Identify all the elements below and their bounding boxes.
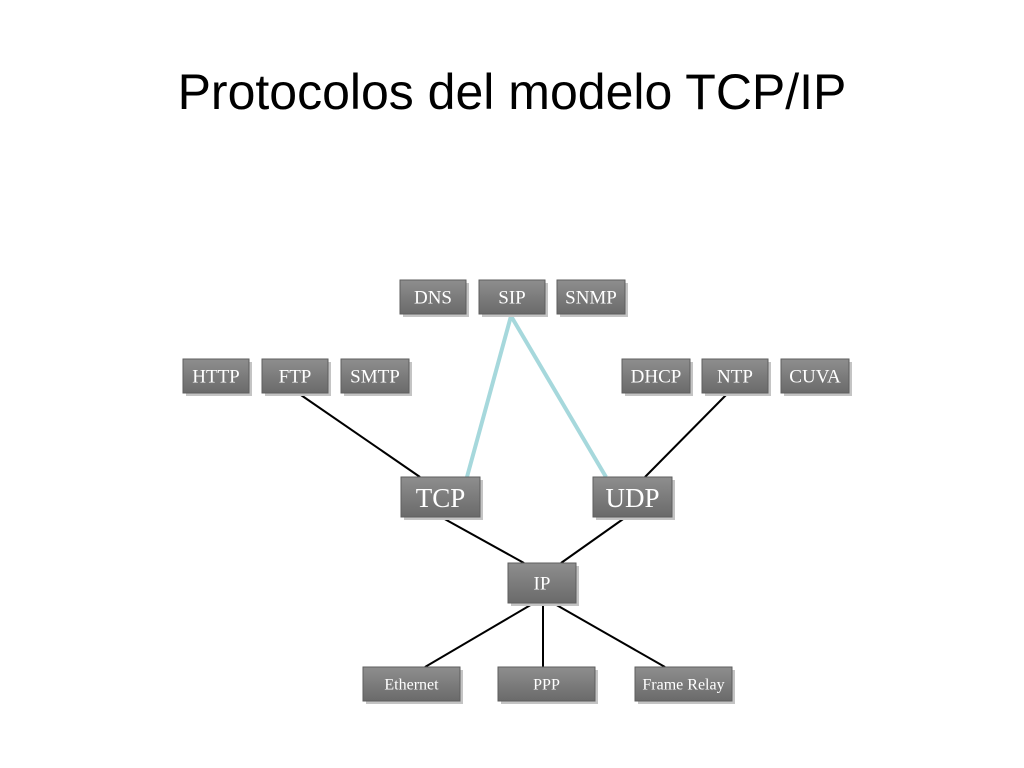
node-label: IP (534, 574, 551, 595)
node-label: UDP (605, 483, 659, 513)
node-tcp: TCP (400, 476, 483, 520)
node-ethernet: Ethernet (362, 666, 463, 704)
node-ip: IP (507, 562, 579, 606)
node-box (701, 358, 769, 394)
edge-tcp-to-ip (440, 516, 525, 564)
edge-ntp-to-udp (644, 392, 729, 478)
node-label: DNS (414, 288, 452, 309)
edge-sip-to-tcp (465, 315, 513, 478)
node-box (362, 666, 461, 702)
node-box (478, 279, 546, 315)
node-box (780, 358, 850, 394)
edges-layer (297, 314, 729, 668)
node-sip: SIP (478, 279, 548, 317)
node-box (556, 279, 626, 315)
node-box (340, 358, 410, 394)
node-snmp: SNMP (556, 279, 628, 317)
node-ppp: PPP (497, 666, 598, 704)
node-dhcp: DHCP (621, 358, 693, 396)
node-label: FTP (279, 367, 312, 388)
node-dns: DNS (399, 279, 469, 317)
node-label: DHCP (631, 367, 682, 388)
node-label: HTTP (192, 367, 240, 388)
node-box (261, 358, 329, 394)
node-box (507, 562, 577, 604)
node-label: Ethernet (384, 677, 439, 694)
node-box (400, 476, 481, 518)
node-box (592, 476, 673, 518)
edge-sip-to-udp (509, 314, 608, 479)
slide-title: Protocolos del modelo TCP/IP (177, 64, 847, 120)
node-smtp: SMTP (340, 358, 412, 396)
edge-ip-to-frame_relay (552, 602, 666, 668)
node-ntp: NTP (701, 358, 771, 396)
nodes-layer: DNS SIP SNMP HTTP FTP SMTP DHCP NTP CUVA TCP UDP IP… (182, 279, 852, 704)
node-label: SMTP (350, 367, 400, 388)
node-udp: UDP (592, 476, 675, 520)
node-label: SNMP (565, 288, 617, 309)
node-box (621, 358, 691, 394)
node-label: TCP (416, 483, 466, 513)
node-label: CUVA (789, 367, 841, 388)
edge-udp-to-ip (560, 516, 627, 564)
node-box (399, 279, 467, 315)
node-ftp: FTP (261, 358, 331, 396)
node-frame-relay: Frame Relay (634, 666, 735, 704)
node-label: NTP (717, 367, 753, 388)
node-box (634, 666, 733, 702)
edge-ip-to-ethernet (424, 602, 535, 668)
edge-ftp-to-tcp (297, 392, 421, 478)
node-cuva: CUVA (780, 358, 852, 396)
node-box (497, 666, 596, 702)
node-label: Frame Relay (642, 677, 724, 694)
node-label: SIP (498, 288, 525, 309)
node-box (182, 358, 250, 394)
node-label: PPP (533, 677, 560, 694)
node-http: HTTP (182, 358, 252, 396)
